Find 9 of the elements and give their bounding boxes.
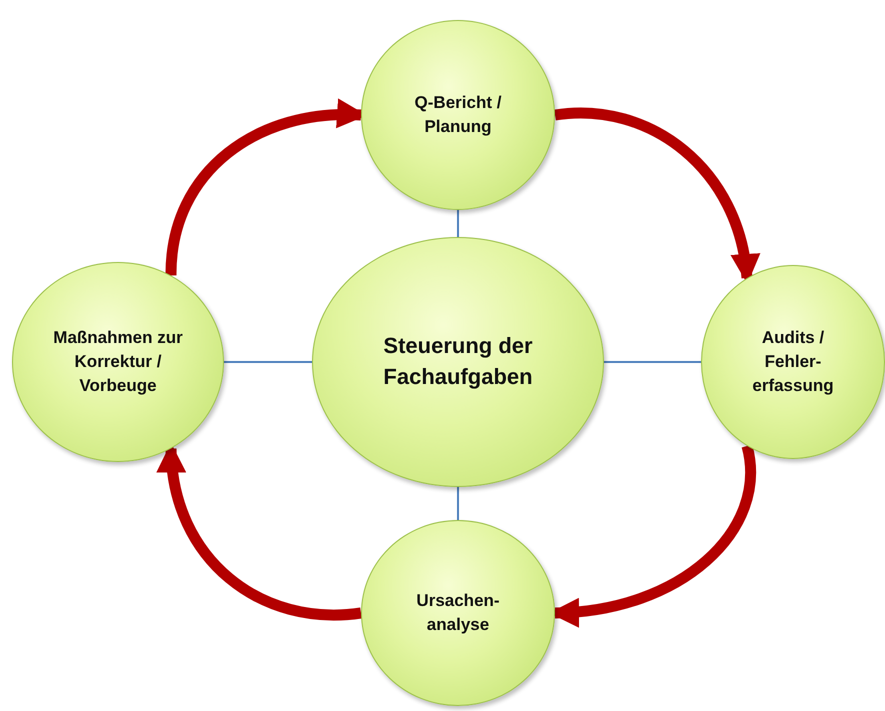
node-label: Ursachen- analyse bbox=[415, 590, 501, 636]
connector-line bbox=[457, 210, 459, 237]
node-label: Steuerung der Fachaufgaben bbox=[382, 332, 534, 391]
node-label: Maßnahmen zur Korrektur / Vorbeuge bbox=[53, 327, 183, 397]
node-label: Audits / Fehler- erfassung bbox=[751, 327, 835, 397]
node-label: Q-Bericht / Planung bbox=[414, 92, 502, 138]
connector-line bbox=[604, 361, 701, 363]
connector-line bbox=[457, 487, 459, 520]
connector-line bbox=[224, 361, 312, 363]
